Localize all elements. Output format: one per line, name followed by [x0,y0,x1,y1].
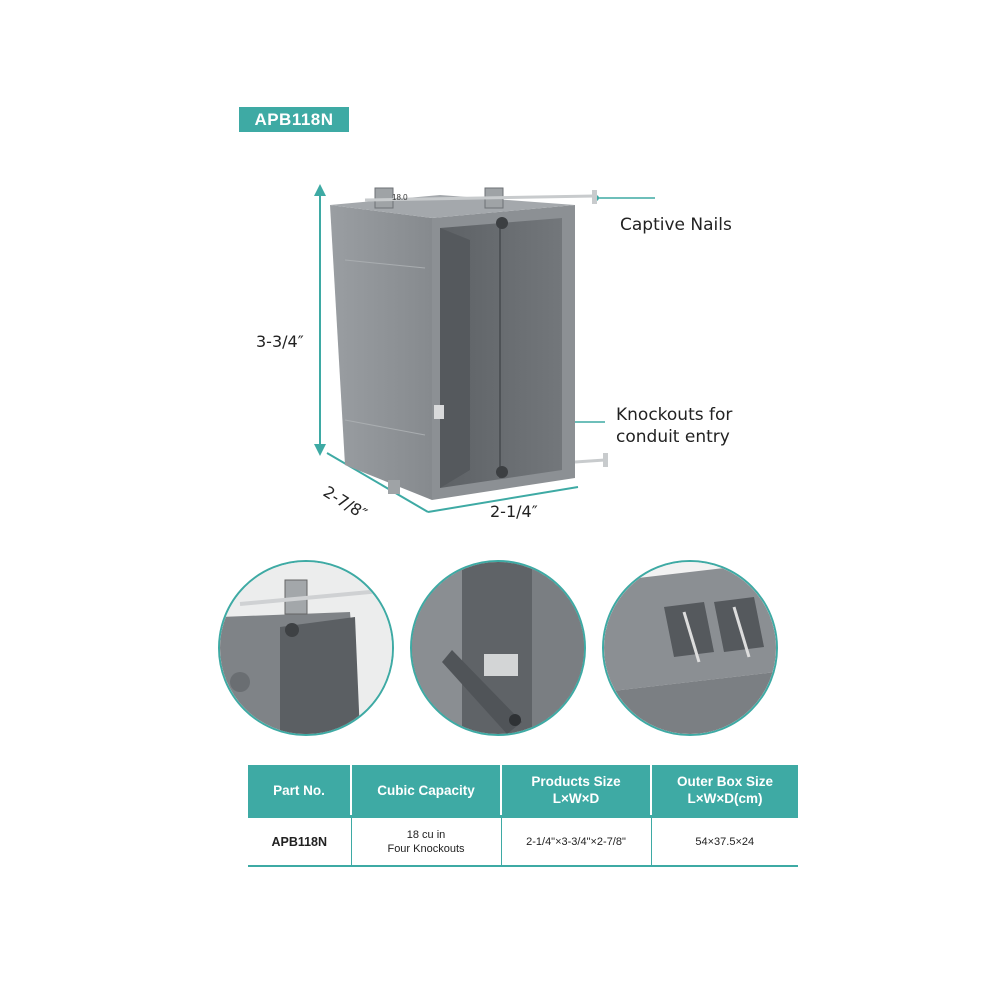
height-dimension-label: 3-3/4″ [256,332,304,351]
product-illustration: 18.0 [314,184,655,513]
cell-cubic-capacity: 18 cu in Four Knockouts [351,815,502,867]
width-dimension-label: 2-1/4″ [490,502,538,521]
width-dimension-line [427,486,579,513]
mold-marking: 18.0 [392,193,408,202]
knockouts-label: Knockouts for conduit entry [616,404,732,448]
knockouts-label-line2: conduit entry [616,427,730,447]
detail-circle-knockout [410,560,586,736]
header-products-size: Products Size L×W×D [501,765,652,817]
cell-products-size: 2-1/4"×3-3/4"×2-7/8" [501,815,652,867]
detail-circle-nail [218,560,394,736]
table-row: APB118N 18 cu in Four Knockouts 2-1/4"×3… [248,815,798,867]
cell-part-no: APB118N [248,815,352,867]
header-part-no: Part No. [248,765,352,817]
model-badge: APB118N [239,107,349,132]
header-cubic-capacity: Cubic Capacity [351,765,502,817]
spec-table: Part No. Cubic Capacity Products Size L×… [248,765,798,867]
depth-dimension-line [326,452,429,513]
electrical-box [330,187,608,500]
cell-outer-box-size: 54×37.5×24 [651,815,798,867]
spec-table-header-row: Part No. Cubic Capacity Products Size L×… [248,765,798,817]
captive-nails-label: Captive Nails [620,215,732,235]
header-outer-box-size: Outer Box Size L×W×D(cm) [651,765,798,817]
detail-circle-top-clip [602,560,778,736]
knockouts-label-line1: Knockouts for [616,405,733,425]
